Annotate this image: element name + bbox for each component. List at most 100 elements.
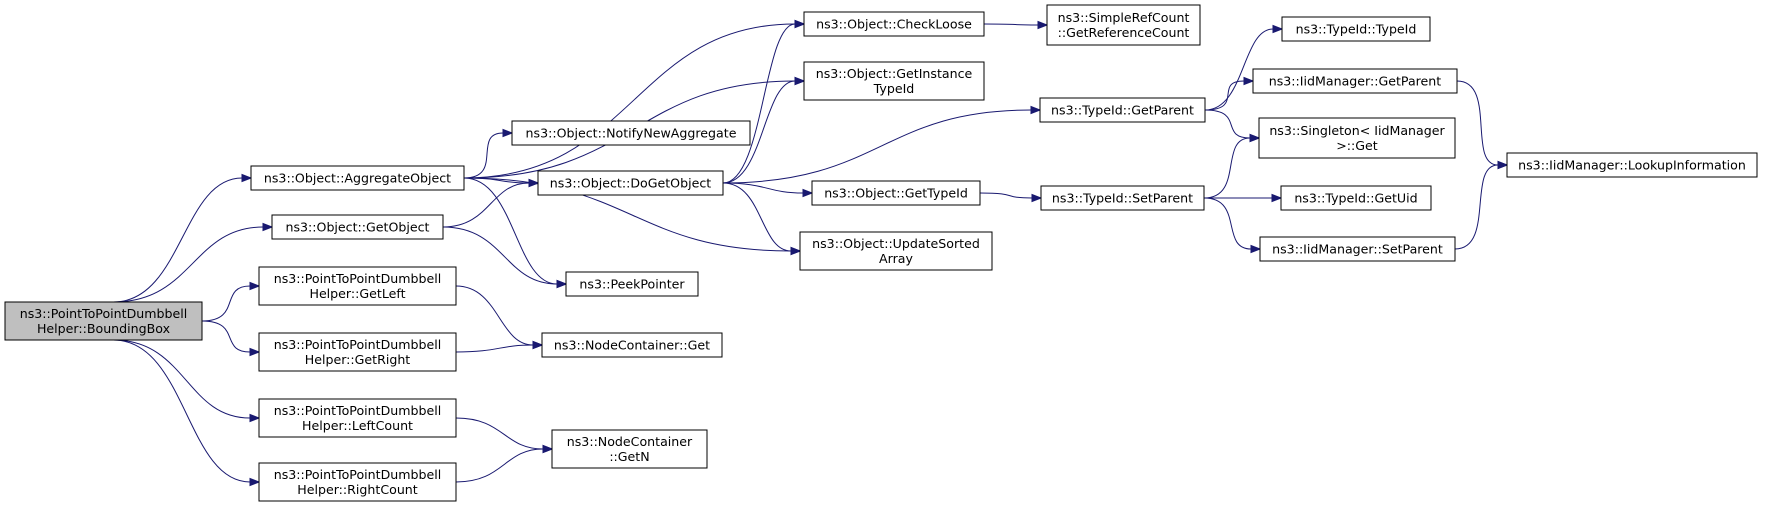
node-aggregate-object[interactable]: ns3::Object::AggregateObject (250, 165, 465, 191)
edge-line (722, 182, 804, 194)
node-iid-get-parent[interactable]: ns3::IidManager::GetParent (1252, 68, 1458, 94)
node-iid-set-parent[interactable]: ns3::IidManager::SetParent (1259, 236, 1456, 262)
edge-bounding-box-to-get-object (113, 222, 274, 303)
edge-line (463, 177, 558, 285)
edge-check-loose-to-simple-ref-count (983, 20, 1049, 30)
node-label: ::GetReferenceCount (1058, 25, 1190, 40)
arrowhead (1250, 244, 1262, 254)
node-singleton-get[interactable]: ns3::Singleton< IidManager>::Get (1258, 117, 1456, 159)
node-box (258, 462, 457, 502)
edge-line (455, 285, 534, 346)
edge-typeid-get-parent-to-typeid-typeid (1204, 24, 1284, 111)
edge-line (113, 177, 243, 303)
arrowhead (532, 340, 544, 350)
node-label: ns3::Object::NotifyNewAggregate (526, 126, 737, 141)
arrowhead (794, 19, 806, 29)
arrowhead (249, 413, 261, 423)
edge-typeid-set-parent-to-typeid-get-uid (1203, 193, 1283, 203)
node-label: ns3::PointToPointDumbbell (274, 271, 442, 286)
node-simple-ref-count[interactable]: ns3::SimpleRefCount::GetReferenceCount (1046, 4, 1201, 46)
node-typeid-typeid[interactable]: ns3::TypeId::TypeId (1281, 16, 1431, 42)
edge-line (113, 226, 264, 303)
arrowhead (528, 178, 540, 188)
edge-line (1454, 164, 1499, 250)
node-box (258, 266, 457, 306)
node-box (258, 332, 457, 372)
edge-get-right-to-node-container-get (455, 340, 544, 353)
edge-line (722, 23, 796, 184)
edge-bounding-box-to-aggregate-object (113, 173, 253, 303)
node-box (1281, 16, 1431, 42)
node-label: ns3::IidManager::LookupInformation (1518, 158, 1746, 173)
node-label: ns3::TypeId::GetUid (1294, 191, 1417, 206)
edge-left-count-to-node-container-getn (455, 417, 554, 454)
node-left-count[interactable]: ns3::PointToPointDumbbellHelper::LeftCou… (258, 398, 457, 438)
node-box (565, 271, 699, 297)
edge-line (1203, 137, 1251, 199)
arrowhead (802, 188, 814, 198)
edge-object-get-typeid-to-typeid-set-parent (979, 192, 1043, 203)
edges-layer (113, 19, 1509, 487)
node-bounding-box[interactable]: ns3::PointToPointDumbbellHelper::Boundin… (4, 301, 203, 341)
edge-typeid-get-parent-to-iid-get-parent (1204, 76, 1255, 111)
node-object-get-typeid[interactable]: ns3::Object::GetTypeId (811, 180, 981, 206)
node-box (4, 301, 203, 341)
node-get-right[interactable]: ns3::PointToPointDumbbellHelper::GetRigh… (258, 332, 457, 372)
edge-line (463, 177, 792, 252)
node-right-count[interactable]: ns3::PointToPointDumbbellHelper::RightCo… (258, 462, 457, 502)
node-label: ns3::NodeContainer (567, 434, 693, 449)
arrowhead (1272, 24, 1284, 34)
node-do-get-object[interactable]: ns3::Object::DoGetObject (537, 170, 724, 196)
node-lookup-information[interactable]: ns3::IidManager::LookupInformation (1506, 152, 1758, 178)
arrowhead (241, 173, 253, 183)
node-notify-new-aggregate[interactable]: ns3::Object::NotifyNewAggregate (511, 120, 751, 146)
edge-line (979, 192, 1033, 199)
node-box (271, 214, 444, 240)
node-label: ns3::TypeId::GetParent (1051, 103, 1194, 118)
edge-line (1204, 109, 1251, 139)
arrowhead (1037, 20, 1049, 30)
node-label: ns3::TypeId::SetParent (1052, 191, 1193, 206)
edge-typeid-set-parent-to-singleton-get (1203, 133, 1261, 199)
node-typeid-set-parent[interactable]: ns3::TypeId::SetParent (1040, 185, 1205, 211)
node-label: ns3::Object::GetObject (285, 220, 429, 235)
edge-line (722, 109, 1032, 184)
node-label: ns3::PointToPointDumbbell (274, 403, 442, 418)
node-label: ns3::Object::CheckLoose (816, 17, 972, 32)
arrowhead (790, 246, 802, 256)
arrowhead (794, 76, 806, 86)
node-typeid-get-parent[interactable]: ns3::TypeId::GetParent (1039, 97, 1206, 123)
arrowhead (1243, 76, 1255, 86)
node-label: ns3::IidManager::SetParent (1272, 242, 1443, 257)
edge-line (722, 182, 792, 252)
arrowhead (1031, 193, 1043, 203)
node-box (1046, 4, 1201, 46)
node-box (250, 165, 465, 191)
arrowhead (262, 222, 274, 232)
edge-line (113, 339, 251, 419)
node-box (803, 11, 985, 37)
arrowhead (1497, 160, 1509, 170)
arrowhead (1271, 193, 1283, 203)
node-label: ns3::Object::AggregateObject (264, 171, 451, 186)
node-box (1258, 117, 1456, 159)
node-check-loose[interactable]: ns3::Object::CheckLoose (803, 11, 985, 37)
node-label: Helper::GetRight (305, 352, 411, 367)
node-label: ns3::Object::UpdateSorted (812, 236, 980, 251)
node-box (1039, 97, 1206, 123)
node-typeid-get-uid[interactable]: ns3::TypeId::GetUid (1280, 185, 1432, 211)
node-box (1040, 185, 1205, 211)
node-box (511, 120, 751, 146)
node-label: Helper::BoundingBox (37, 321, 171, 336)
edge-bounding-box-to-right-count (113, 339, 261, 487)
node-node-container-getn[interactable]: ns3::NodeContainer::GetN (551, 429, 708, 469)
node-get-object[interactable]: ns3::Object::GetObject (271, 214, 444, 240)
node-node-container-get[interactable]: ns3::NodeContainer::Get (541, 332, 723, 358)
node-peek-pointer[interactable]: ns3::PeekPointer (565, 271, 699, 297)
node-label: ns3::NodeContainer::Get (554, 338, 710, 353)
node-box (1259, 236, 1456, 262)
